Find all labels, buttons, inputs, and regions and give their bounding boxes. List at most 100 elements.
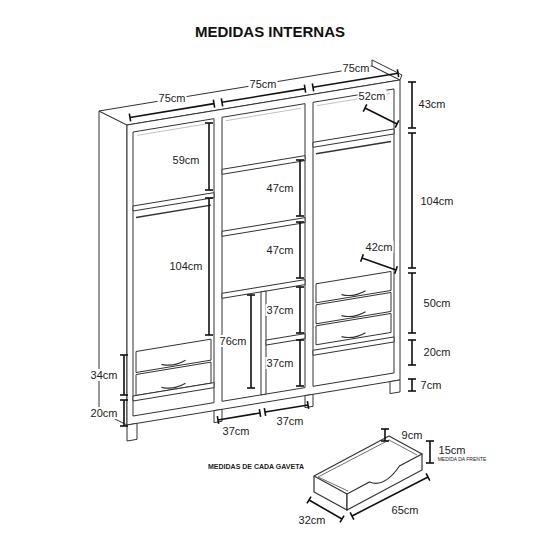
dimension-line bbox=[222, 89, 305, 103]
tray-inner-rim bbox=[318, 440, 417, 477]
title: MEDIDAS INTERNAS bbox=[194, 24, 346, 41]
dimension-tick bbox=[120, 354, 128, 356]
dimension-tick bbox=[205, 122, 213, 124]
dimension-label: 75cm bbox=[342, 62, 371, 74]
dimension-line bbox=[313, 73, 398, 87]
dimension-label: 20cm bbox=[423, 346, 452, 358]
dimension-line bbox=[411, 133, 413, 268]
dimension-label: 75cm bbox=[158, 92, 187, 104]
dimension-label: 15cm bbox=[438, 444, 467, 456]
dimension-tick bbox=[340, 516, 344, 523]
dimension-line bbox=[208, 198, 210, 335]
dimension-tick bbox=[264, 408, 265, 416]
dimension-tick bbox=[426, 440, 434, 442]
dimension-label: 43cm bbox=[418, 98, 447, 110]
dimension-line bbox=[299, 287, 301, 333]
dimension-line bbox=[130, 104, 214, 118]
dimension-tick bbox=[408, 81, 416, 83]
dimension-label: 37cm bbox=[266, 304, 295, 316]
dimension-tick bbox=[307, 497, 311, 504]
dimension-tick bbox=[307, 401, 308, 409]
dimension-tick bbox=[408, 132, 416, 134]
leg bbox=[390, 380, 400, 394]
dimension-tick bbox=[296, 286, 304, 288]
dimension-label: 9cm bbox=[401, 429, 424, 441]
dimension-tick bbox=[296, 159, 304, 161]
compartment-opening bbox=[222, 104, 305, 402]
dimension-tick bbox=[296, 221, 304, 223]
dimension-tick bbox=[408, 390, 416, 392]
dimension-line bbox=[411, 273, 413, 333]
dimension-line bbox=[123, 400, 125, 426]
dimension-label: 37cm bbox=[276, 415, 305, 427]
drawer-handle bbox=[342, 312, 366, 317]
dimension-tick bbox=[221, 98, 222, 106]
shelf bbox=[266, 334, 305, 345]
dimension-tick bbox=[120, 425, 128, 427]
dimension-tick bbox=[363, 104, 367, 111]
drawer-handle bbox=[162, 360, 186, 365]
note-text: MEDIDA DA FRENTE bbox=[437, 457, 488, 463]
dimension-line bbox=[299, 160, 301, 216]
dimension-tick bbox=[296, 215, 304, 217]
dimension-label: 50cm bbox=[423, 297, 452, 309]
dimension-label: 37cm bbox=[222, 425, 251, 437]
dimension-line bbox=[265, 405, 308, 412]
drawer-handle bbox=[342, 333, 366, 338]
inset-caption: MEDIDAS DE CADA GAVETA bbox=[207, 463, 305, 471]
dimension-tick bbox=[426, 473, 430, 480]
compartment-opening bbox=[133, 119, 214, 416]
dimension-tick bbox=[312, 83, 313, 91]
dimension-label: 104cm bbox=[419, 195, 454, 207]
compartment-opening bbox=[313, 89, 394, 386]
dimension-tick bbox=[247, 294, 255, 296]
dimension-tick bbox=[205, 189, 213, 191]
dimension-line bbox=[352, 477, 428, 516]
shelf bbox=[222, 218, 305, 237]
cabinet-front bbox=[127, 80, 400, 425]
shelf bbox=[313, 129, 394, 147]
wardrobe-drawing bbox=[99, 60, 434, 523]
dimension-tick bbox=[408, 267, 416, 269]
dimension-line bbox=[429, 441, 431, 463]
dimension-label: 65cm bbox=[391, 504, 420, 516]
dimension-tick bbox=[408, 378, 416, 380]
dimension-tick bbox=[408, 364, 416, 366]
dimension-label: 104cm bbox=[168, 260, 203, 272]
dimension-tick bbox=[217, 416, 218, 424]
drawer-handle bbox=[342, 291, 366, 296]
dimension-line bbox=[218, 413, 260, 420]
dimension-tick bbox=[205, 334, 213, 336]
dimension-tick bbox=[408, 127, 416, 129]
dimension-label: 75cm bbox=[249, 78, 278, 90]
dimension-line bbox=[208, 123, 210, 190]
dimension-tick bbox=[350, 512, 354, 519]
dimension-label: 32cm bbox=[298, 514, 327, 526]
dimension-line bbox=[299, 340, 301, 386]
dimension-label: 59cm bbox=[172, 154, 201, 166]
dimension-tick bbox=[361, 254, 364, 262]
dimension-line bbox=[384, 429, 386, 441]
dimension-tick bbox=[304, 85, 305, 93]
dimension-tick bbox=[296, 332, 304, 334]
dimension-line bbox=[250, 295, 252, 388]
dimension-tick bbox=[247, 387, 255, 389]
dimension-tick bbox=[395, 120, 399, 127]
hanging-rod bbox=[316, 141, 391, 153]
leg bbox=[127, 423, 137, 441]
dimension-tick bbox=[408, 332, 416, 334]
dimension-label: 47cm bbox=[266, 244, 295, 256]
dimension-tick bbox=[296, 385, 304, 387]
shelf bbox=[313, 337, 394, 355]
dimension-label: 7cm bbox=[420, 379, 443, 391]
dimension-label: 42cm bbox=[365, 241, 394, 253]
dimension-label: 47cm bbox=[266, 182, 295, 194]
dimension-tick bbox=[120, 399, 128, 401]
dimension-tick bbox=[395, 266, 398, 274]
dimension-label: 20cm bbox=[90, 407, 119, 419]
back-edge bbox=[137, 123, 210, 135]
dimension-line bbox=[411, 340, 413, 365]
dimension-line bbox=[365, 108, 397, 124]
tray-front bbox=[347, 454, 422, 510]
hanging-rod bbox=[136, 205, 211, 217]
